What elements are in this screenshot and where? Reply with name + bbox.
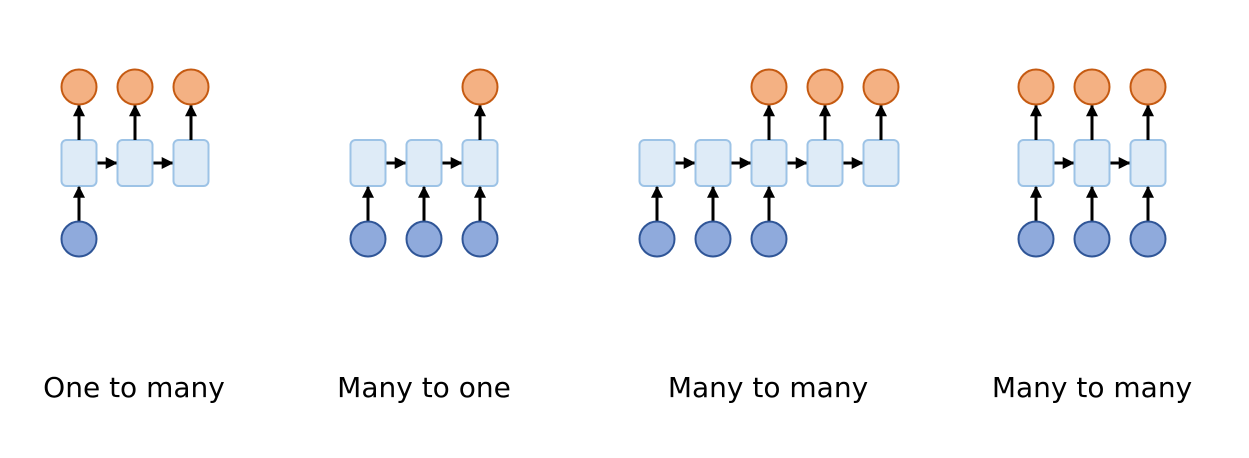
- many-to-many-delayed-input-node: [638, 220, 676, 258]
- many-to-many-synced-input-node: [1129, 220, 1167, 258]
- many-to-one-hidden-state: [349, 139, 387, 187]
- one-to-many-output-node: [116, 68, 154, 106]
- one-to-many-hidden-state: [116, 139, 154, 187]
- caption-one-to-many: One to many: [43, 371, 225, 404]
- many-to-one-hidden-state: [461, 139, 499, 187]
- many-to-one-input-node: [405, 220, 443, 258]
- many-to-one-input-node: [461, 220, 499, 258]
- one-to-many-hidden-state: [172, 139, 210, 187]
- many-to-many-delayed-output-node: [750, 68, 788, 106]
- many-to-one-input-node: [349, 220, 387, 258]
- many-to-many-synced-output-node: [1017, 68, 1055, 106]
- one-to-many-input-node: [60, 220, 98, 258]
- many-to-one-output-node: [461, 68, 499, 106]
- caption-many-to-many-synced: Many to many: [991, 371, 1193, 404]
- many-to-many-synced-hidden-state: [1129, 139, 1167, 187]
- one-to-many-hidden-state: [60, 139, 98, 187]
- many-to-many-synced-hidden-state: [1073, 139, 1111, 187]
- many-to-many-delayed-output-node: [806, 68, 844, 106]
- many-to-many-delayed-output-node: [862, 68, 900, 106]
- many-to-many-delayed-hidden-state: [638, 139, 676, 187]
- many-to-many-synced-output-node: [1129, 68, 1167, 106]
- many-to-many-synced-hidden-state: [1017, 139, 1055, 187]
- many-to-many-delayed-input-node: [694, 220, 732, 258]
- many-to-one-hidden-state: [405, 139, 443, 187]
- many-to-many-delayed-input-node: [750, 220, 788, 258]
- many-to-many-delayed-hidden-state: [694, 139, 732, 187]
- many-to-many-synced-input-node: [1017, 220, 1055, 258]
- many-to-many-synced-output-node: [1073, 68, 1111, 106]
- many-to-many-delayed-hidden-state: [806, 139, 844, 187]
- caption-many-to-one: Many to one: [337, 371, 511, 404]
- one-to-many-output-node: [172, 68, 210, 106]
- many-to-many-delayed-hidden-state: [862, 139, 900, 187]
- many-to-many-synced-input-node: [1073, 220, 1111, 258]
- caption-many-to-many-delayed: Many to many: [667, 371, 869, 404]
- many-to-many-delayed-hidden-state: [750, 139, 788, 187]
- one-to-many-output-node: [60, 68, 98, 106]
